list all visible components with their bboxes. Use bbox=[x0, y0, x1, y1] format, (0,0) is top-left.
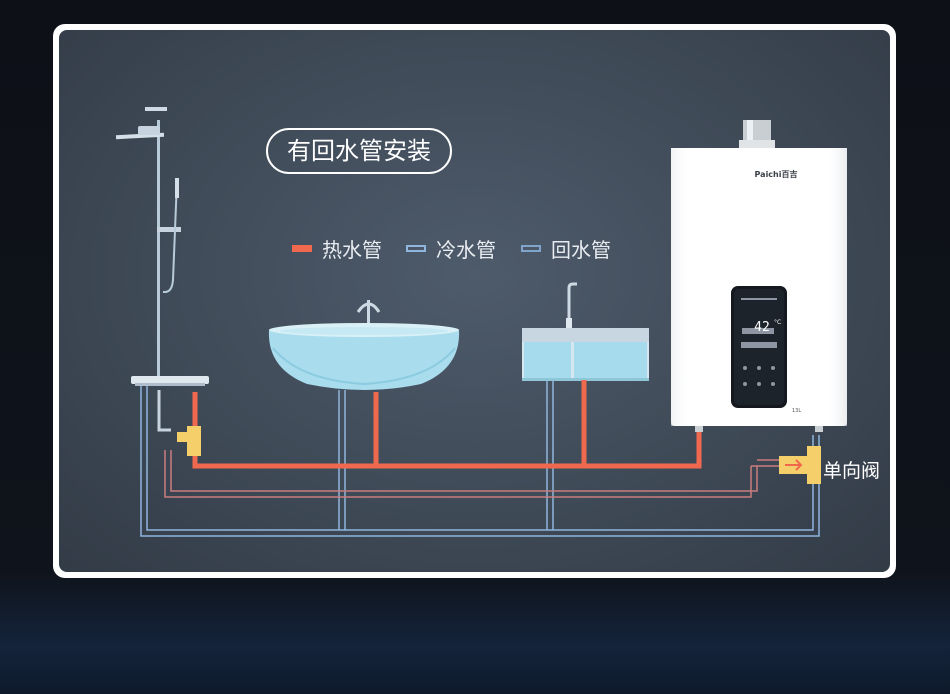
washbasin-icon bbox=[268, 300, 460, 390]
shower-valve-icon bbox=[177, 426, 201, 456]
check-valve-label: 单向阀 bbox=[823, 460, 881, 482]
hot-pipe-swatch bbox=[292, 244, 312, 252]
legend-item-cold: 冷水管 bbox=[406, 236, 496, 262]
return-water-pipes bbox=[164, 450, 797, 498]
check-valve-icon bbox=[779, 446, 821, 484]
heater-brand: Paichi百吉 bbox=[754, 170, 798, 179]
legend-label-cold: 冷水管 bbox=[436, 237, 496, 262]
legend-label-hot: 热水管 bbox=[322, 237, 382, 262]
heater-temperature: 42 bbox=[754, 320, 770, 335]
kitchen-sink-icon bbox=[522, 282, 649, 381]
diagram-title: 有回水管安装 bbox=[266, 128, 452, 174]
legend-item-return: 回水管 bbox=[521, 236, 611, 262]
return-pipe-swatch bbox=[521, 244, 541, 252]
diagram-frame: 有回水管安装 热水管 冷水管 回水管 Paichi百吉 42 °C 13L 单向… bbox=[53, 24, 896, 578]
legend-item-hot: 热水管 bbox=[292, 236, 382, 262]
heater-model: 13L bbox=[792, 408, 802, 414]
plumbing-scene bbox=[115, 107, 847, 537]
shower-icon bbox=[115, 107, 209, 432]
legend-label-return: 回水管 bbox=[551, 237, 611, 262]
water-heater-icon bbox=[671, 120, 847, 432]
diagram-panel: 有回水管安装 热水管 冷水管 回水管 Paichi百吉 42 °C 13L 单向… bbox=[59, 30, 890, 572]
cold-pipe-swatch bbox=[406, 244, 426, 252]
heater-temperature-unit: °C bbox=[774, 319, 782, 326]
hot-water-pipes bbox=[192, 380, 702, 469]
